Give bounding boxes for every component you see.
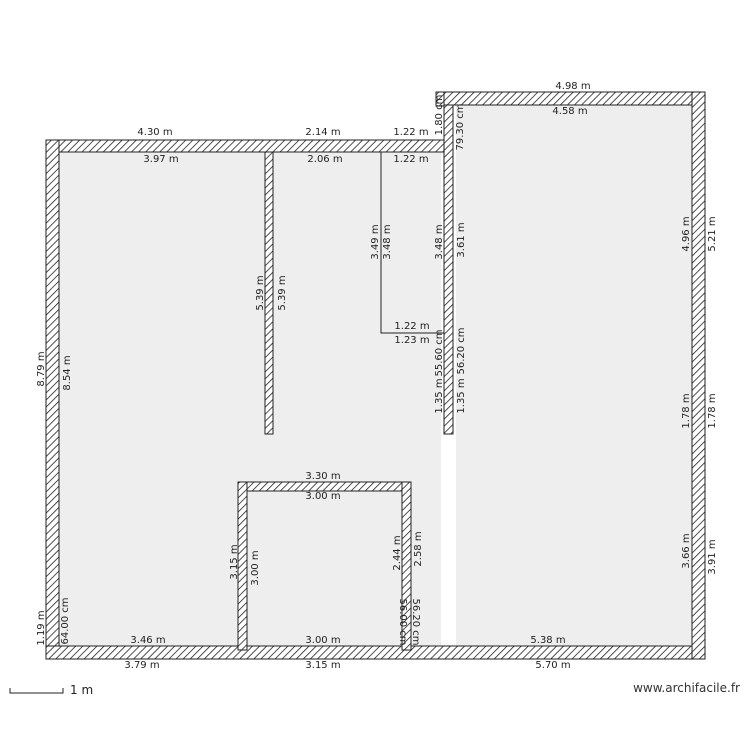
dim-label: 3.00 m [250, 550, 261, 585]
wall-right-top [440, 91, 706, 106]
scale-bar [9, 688, 64, 694]
dim-label: 56.20 cm [456, 327, 467, 374]
dim-label: 5.70 m [535, 660, 570, 671]
dim-label: 5.39 m [255, 275, 266, 310]
dim-label: 2.58 m [413, 531, 424, 566]
dim-label: 3.61 m [456, 222, 467, 257]
dim-label: 4.96 m [681, 216, 692, 251]
dim-label: 5.38 m [530, 635, 565, 646]
wall-right-outer [691, 91, 706, 660]
dim-label: 8.54 m [62, 355, 73, 390]
dim-label: 1.23 m [394, 335, 429, 346]
dim-label: 3.46 m [130, 635, 165, 646]
dim-label: 1.78 m [707, 393, 718, 428]
dim-label: 3.15 m [229, 544, 240, 579]
wall-left-outer [45, 139, 60, 660]
dim-label: 3.79 m [124, 660, 159, 671]
wall-divider-left [264, 151, 274, 435]
dim-label: 4.98 m [555, 81, 590, 92]
dim-label: 55.60 cm [434, 329, 445, 376]
dim-label: 5.39 m [277, 275, 288, 310]
dim-label: 2.06 m [307, 154, 342, 165]
dim-label: 3.49 m [370, 224, 381, 259]
dim-label: 1.22 m [393, 154, 428, 165]
room-right [456, 105, 692, 646]
wall-small-left [237, 481, 248, 651]
dim-label: 64.00 cm [60, 597, 71, 644]
dim-label: 3.48 m [382, 224, 393, 259]
thin-partition [380, 152, 444, 334]
walls [45, 91, 706, 660]
dim-label: 3.48 m [434, 224, 445, 259]
dim-label: 3.91 m [707, 539, 718, 574]
dim-label: 1.19 m [36, 610, 47, 645]
dim-label: 56.00 cm [397, 598, 408, 645]
dim-label: 3.00 m [305, 635, 340, 646]
wall-notch [435, 91, 445, 107]
dim-label: 3.15 m [305, 660, 340, 671]
dim-label: 3.00 m [305, 491, 340, 502]
dim-label: 1.78 m [681, 393, 692, 428]
wall-small-top [237, 481, 412, 492]
dim-label: 8.79 m [36, 351, 47, 386]
dim-label: 3.30 m [305, 471, 340, 482]
dim-label: 1.22 m [394, 321, 429, 332]
wall-left-top [45, 139, 446, 153]
dim-label: 4.30 m [137, 127, 172, 138]
dim-label: 56.20 cm [410, 598, 421, 645]
room-floors [59, 105, 692, 646]
watermark: www.archifacile.fr [633, 681, 740, 695]
dim-label: 1.22 m [393, 127, 428, 138]
dim-label: 2.14 m [305, 127, 340, 138]
dim-label: 1.35 m [434, 378, 445, 413]
scale-label: 1 m [70, 683, 94, 697]
dim-label: 5.21 m [707, 216, 718, 251]
dim-label: 3.66 m [681, 533, 692, 568]
dim-label: 1.80 cm [434, 95, 445, 136]
dim-label: 4.58 m [552, 106, 587, 117]
room-bottom-small [247, 491, 402, 646]
wall-divider-main [443, 104, 454, 435]
dim-label: 2.44 m [392, 535, 403, 570]
dim-label: 1.35 m [456, 378, 467, 413]
dim-label: 79.30 cm [455, 103, 466, 150]
dim-label: 3.97 m [143, 154, 178, 165]
dimension-labels: 4.30 m 3.97 m 2.14 m 2.06 m 1.22 m 1.22 … [36, 81, 718, 671]
wall-bottom [45, 645, 706, 660]
wall-small-right [401, 481, 412, 651]
